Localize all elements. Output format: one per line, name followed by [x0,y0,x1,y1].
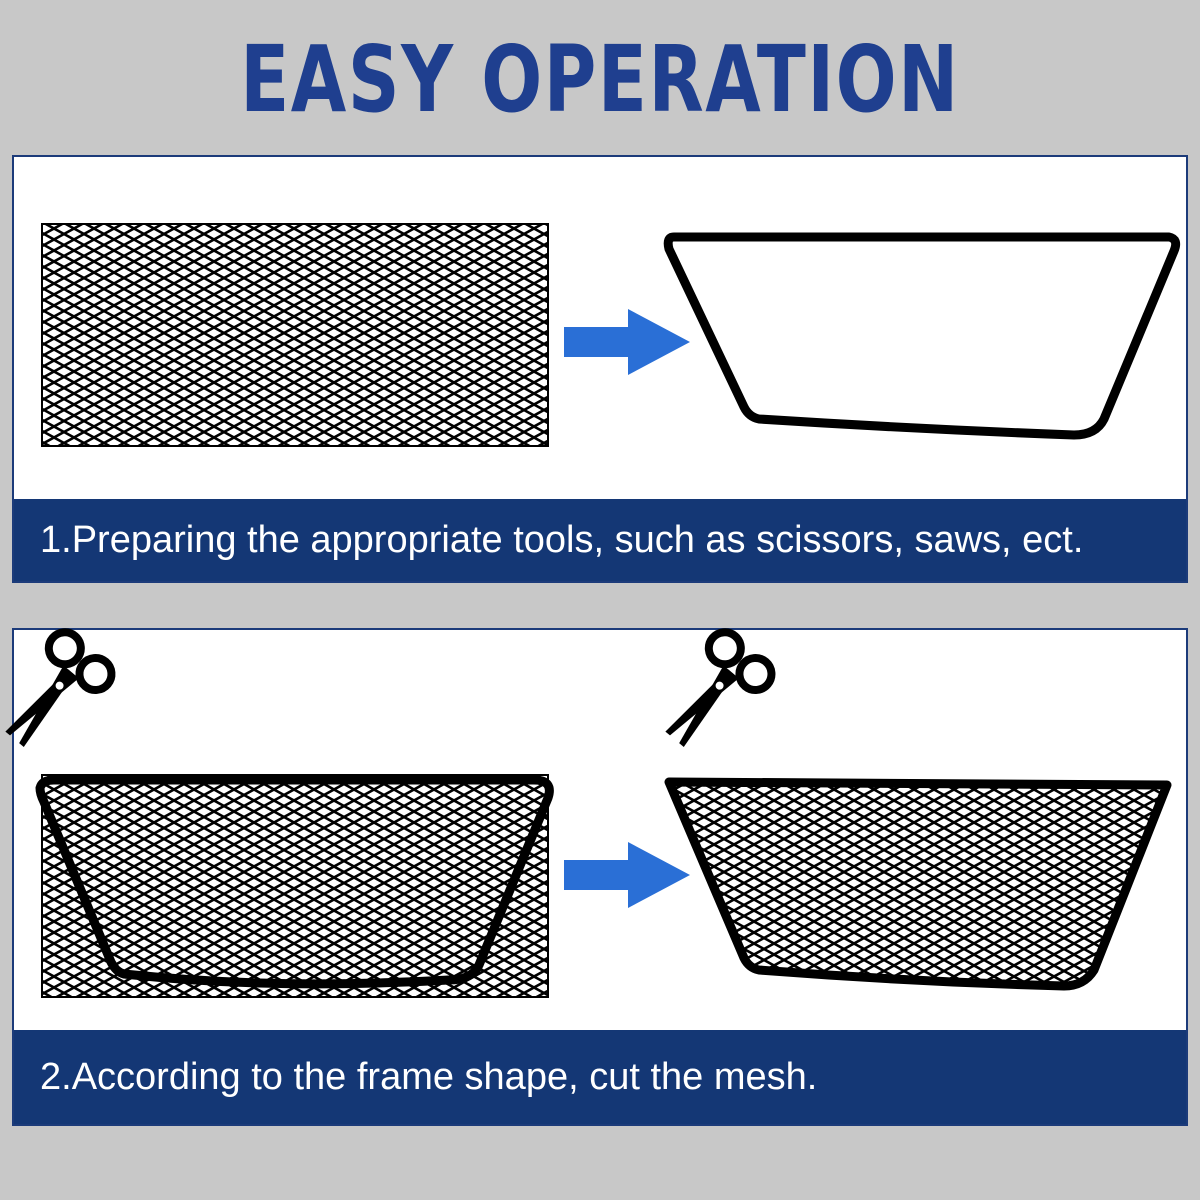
step-1-panel: 1.Preparing the appropriate tools, such … [12,155,1188,583]
page-title: EASY OPERATION [240,26,960,133]
step-1-illustration [41,223,1181,447]
arrow-right-icon [564,309,690,375]
step-2-panel: 2.According to the frame shape, cut the … [5,628,1188,1126]
step-2-illustration [5,628,1172,998]
step-2-caption: 2.According to the frame shape, cut the … [14,1030,1186,1124]
frame-outline [663,232,1181,440]
mesh-sheet [41,223,549,447]
arrow-right-icon [564,842,690,908]
step-1-caption: 1.Preparing the appropriate tools, such … [14,499,1186,581]
scissors-icon [665,628,776,747]
cut-mesh-frame [664,777,1172,991]
mesh-sheet [41,774,549,998]
frame-outline [35,775,554,989]
scissors-icon [5,628,116,747]
